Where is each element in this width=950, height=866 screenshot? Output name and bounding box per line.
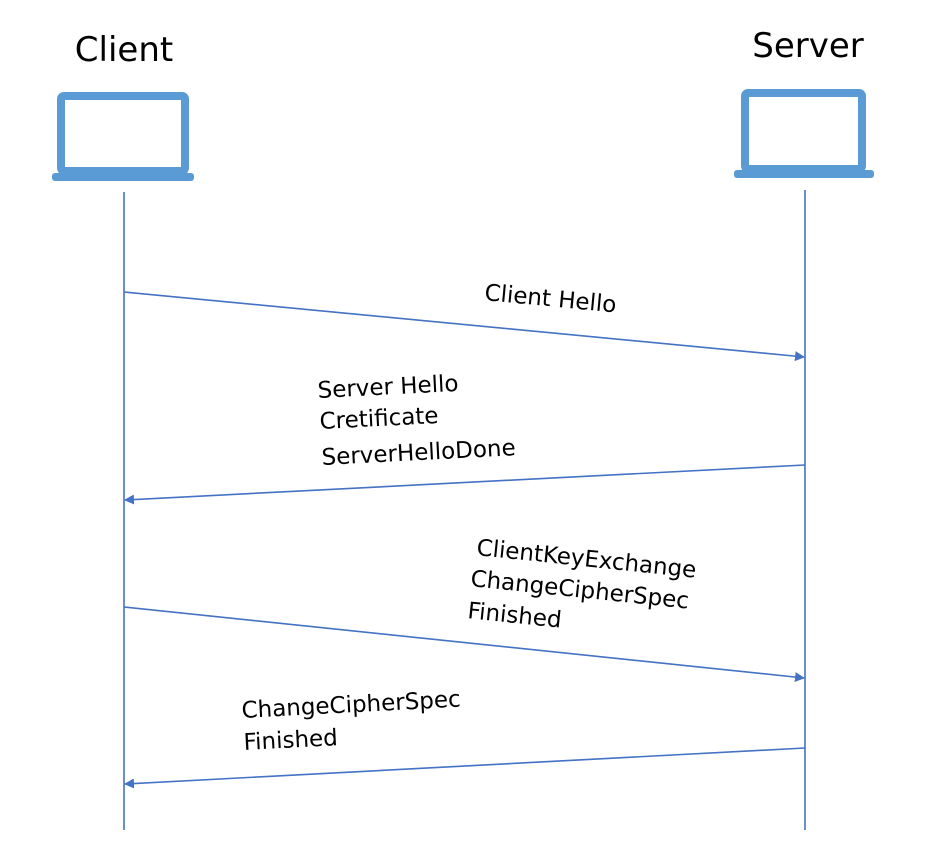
message-label-line: Client Hello [483,280,617,318]
server-actor: Server [734,26,874,830]
message-client-hello: Client Hello [123,280,805,362]
server-laptop-icon [734,89,874,178]
client-laptop-icon [52,92,194,181]
message-label-line: Server Hello [317,371,459,404]
message-arrow [123,291,805,362]
client-actor: Client [52,30,194,830]
server-title: Server [752,26,864,66]
message-client-key-exchange: ClientKeyExchange ChangeCipherSpec Finis… [123,535,805,683]
message-server-hello: Server Hello Cretificate ServerHelloDone [124,371,806,505]
message-arrow [124,747,806,789]
message-arrow [123,606,805,683]
message-label-line: Finished [466,598,562,634]
message-label-line: ChangeCipherSpec [241,687,461,724]
message-label-line: ServerHelloDone [321,435,516,471]
message-arrow [124,464,806,505]
message-server-finished: ChangeCipherSpec Finished [124,687,806,789]
client-title: Client [75,30,173,70]
message-label-line: Finished [243,725,338,756]
message-label-line: Cretificate [319,403,439,435]
